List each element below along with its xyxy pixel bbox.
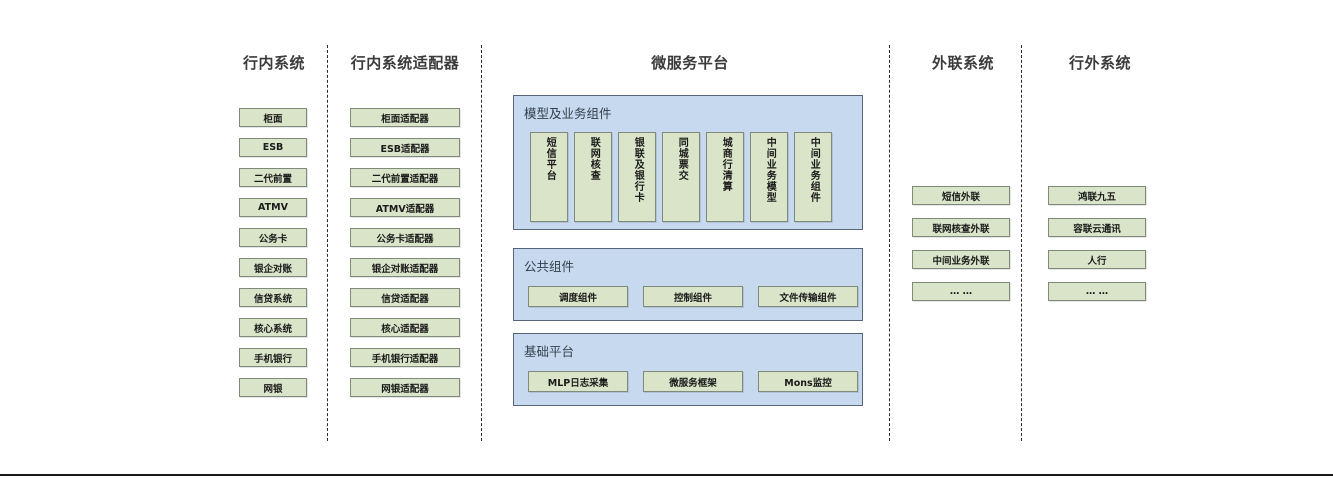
component-box[interactable]: Mons监控 bbox=[758, 371, 858, 392]
system-box[interactable]: 公务卡适配器 bbox=[350, 228, 460, 247]
system-box[interactable]: 手机银行适配器 bbox=[350, 348, 460, 367]
bottom-divider bbox=[0, 474, 1333, 476]
column-title-external-link-systems: 外联系统 bbox=[931, 54, 994, 72]
system-box[interactable]: 银企对账适配器 bbox=[350, 258, 460, 277]
system-box[interactable]: 信贷系统 bbox=[239, 288, 307, 307]
component-box[interactable]: 中间业务模型 bbox=[750, 132, 788, 222]
system-box[interactable]: 手机银行 bbox=[239, 348, 307, 367]
component-box[interactable]: 调度组件 bbox=[528, 286, 628, 307]
component-box[interactable]: 城商行清算 bbox=[706, 132, 744, 222]
system-box[interactable]: 银企对账 bbox=[239, 258, 307, 277]
system-box[interactable]: ESB适配器 bbox=[350, 138, 460, 157]
system-box[interactable]: 网银适配器 bbox=[350, 378, 460, 397]
system-box[interactable]: 柜面 bbox=[239, 108, 307, 127]
column-divider-2 bbox=[481, 45, 482, 441]
panel-base-platform: 基础平台 bbox=[513, 333, 863, 406]
system-box[interactable]: 核心适配器 bbox=[350, 318, 460, 337]
system-box[interactable]: 中间业务外联 bbox=[912, 250, 1010, 269]
system-box[interactable]: 人行 bbox=[1048, 250, 1146, 269]
column-title-in-bank-systems: 行内系统 bbox=[242, 54, 305, 72]
system-box[interactable]: 联网核查外联 bbox=[912, 218, 1010, 237]
component-box[interactable]: 文件传输组件 bbox=[758, 286, 858, 307]
column-divider-1 bbox=[327, 45, 328, 441]
system-box[interactable]: 核心系统 bbox=[239, 318, 307, 337]
component-box[interactable]: 银联及银行卡 bbox=[618, 132, 656, 222]
system-box[interactable]: 短信外联 bbox=[912, 186, 1010, 205]
system-box[interactable]: 鸿联九五 bbox=[1048, 186, 1146, 205]
component-box[interactable]: 微服务框架 bbox=[643, 371, 743, 392]
component-box[interactable]: 控制组件 bbox=[643, 286, 743, 307]
component-box[interactable]: 中间业务组件 bbox=[794, 132, 832, 222]
component-box[interactable]: 同城票交 bbox=[662, 132, 700, 222]
panel-label: 公共组件 bbox=[524, 259, 575, 274]
component-box[interactable]: MLP日志采集 bbox=[528, 371, 628, 392]
system-box[interactable]: … … bbox=[1048, 282, 1146, 301]
system-box[interactable]: 容联云通讯 bbox=[1048, 218, 1146, 237]
panel-label: 基础平台 bbox=[524, 344, 575, 359]
panel-label: 模型及业务组件 bbox=[524, 106, 612, 121]
system-box[interactable]: ATMV bbox=[239, 198, 307, 217]
system-box[interactable]: ATMV适配器 bbox=[350, 198, 460, 217]
system-box[interactable]: 信贷适配器 bbox=[350, 288, 460, 307]
system-box[interactable]: 网银 bbox=[239, 378, 307, 397]
component-box[interactable]: 短信平台 bbox=[530, 132, 568, 222]
column-title-in-bank-adapters: 行内系统适配器 bbox=[350, 54, 460, 72]
system-box[interactable]: 公务卡 bbox=[239, 228, 307, 247]
system-box[interactable]: 二代前置 bbox=[239, 168, 307, 187]
column-title-out-of-bank-systems: 行外系统 bbox=[1068, 54, 1131, 72]
panel-public-components: 公共组件 bbox=[513, 248, 863, 321]
column-divider-4 bbox=[1021, 45, 1022, 441]
system-box[interactable]: ESB bbox=[239, 138, 307, 157]
column-divider-3 bbox=[889, 45, 890, 441]
platform-title: 微服务平台 bbox=[651, 54, 729, 72]
system-box[interactable]: … … bbox=[912, 282, 1010, 301]
system-box[interactable]: 二代前置适配器 bbox=[350, 168, 460, 187]
system-box[interactable]: 柜面适配器 bbox=[350, 108, 460, 127]
component-box[interactable]: 联网核查 bbox=[574, 132, 612, 222]
